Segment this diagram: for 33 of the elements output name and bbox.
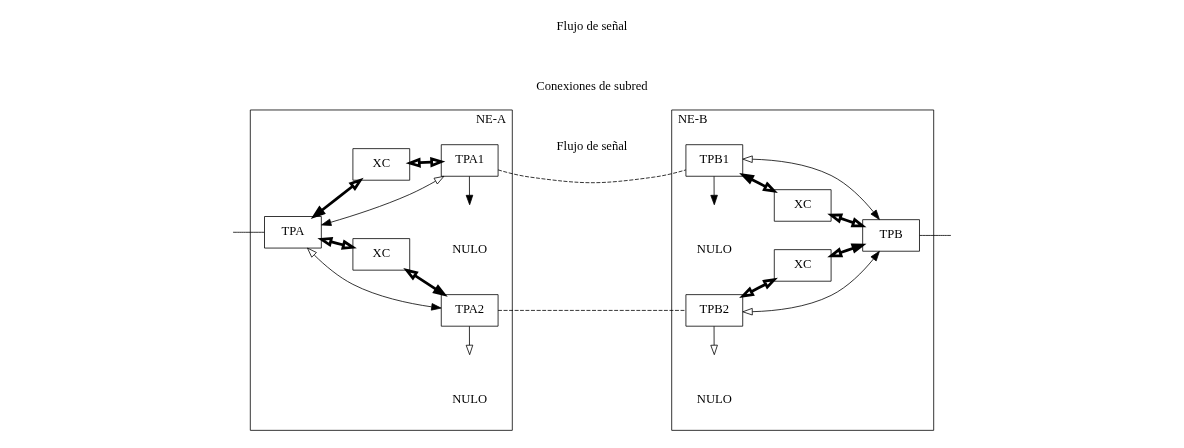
- node-box: TPA2: [440, 294, 499, 327]
- label: Flujo de señal: [556, 19, 628, 34]
- arrow: [739, 277, 778, 298]
- label: NULO: [452, 392, 488, 407]
- connector: [497, 169, 687, 184]
- arrow: [307, 247, 442, 311]
- arrow: [310, 177, 364, 219]
- connector: [497, 310, 686, 311]
- node-box: TPB2: [685, 294, 744, 327]
- node-box: XC: [773, 189, 832, 222]
- arrow: [465, 176, 474, 206]
- label: NULO: [696, 242, 732, 257]
- arrow: [710, 325, 718, 356]
- node-box: XC: [352, 148, 411, 181]
- label: NULO: [452, 242, 488, 257]
- label: Flujo de señal: [556, 139, 628, 154]
- arrow: [742, 155, 880, 220]
- node-box: TPB1: [685, 144, 744, 177]
- label: NULO: [696, 392, 732, 407]
- connector: [919, 235, 952, 236]
- node-box: TPA: [264, 216, 322, 249]
- node-box: XC: [352, 238, 411, 271]
- node-box: XC: [773, 249, 832, 282]
- arrow: [742, 250, 880, 316]
- arrow: [321, 175, 445, 226]
- arrow: [465, 325, 474, 356]
- connector: [232, 231, 265, 233]
- arrow: [739, 172, 778, 193]
- arrow: [710, 176, 718, 206]
- arrow: [403, 268, 448, 297]
- node-box: TPA1: [440, 144, 499, 177]
- label: Conexiones de subred: [536, 79, 648, 94]
- node-box: TPB: [862, 219, 920, 252]
